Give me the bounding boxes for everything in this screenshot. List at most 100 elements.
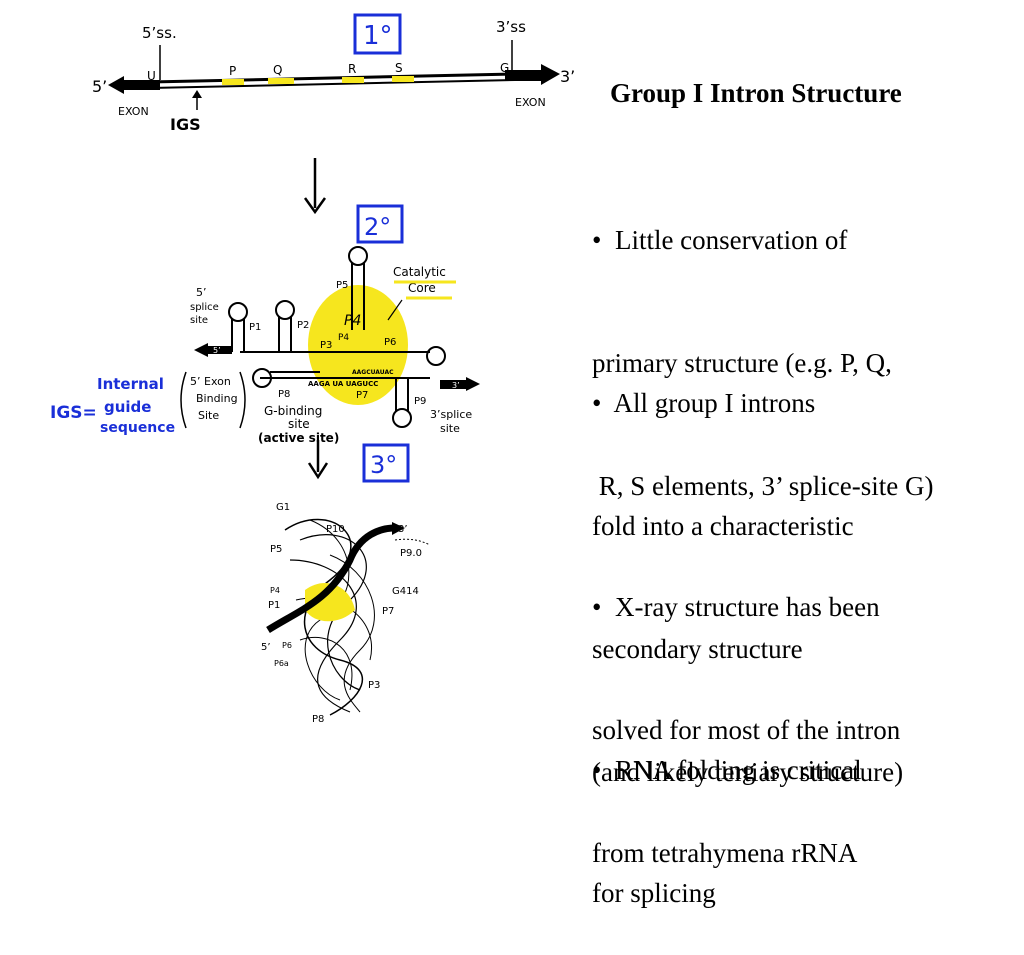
- right-exon-arrowhead: [541, 64, 560, 85]
- exon-ribbon: [266, 524, 396, 633]
- stem-p2-label: P2: [297, 320, 309, 331]
- stem-p4-label: P4: [338, 333, 349, 343]
- bullet-1-line: R, S elements, 3’ splice-site G): [592, 471, 934, 501]
- bullet-4-line: for splicing: [592, 878, 716, 908]
- secondary-label: 2°: [364, 213, 391, 241]
- secondary-structure: 2° 5’ 3’ P1 P2: [50, 204, 480, 445]
- binding-right-paren: [239, 371, 246, 429]
- exon-right-label: EXON: [515, 96, 546, 109]
- stem-p1-label: P1: [249, 322, 261, 333]
- exon3-arrowhead: [466, 377, 480, 391]
- tertiary-g414: G414: [392, 586, 419, 597]
- ss3-label: 3’ss: [496, 18, 526, 36]
- bullet-2-line: fold into a characteristic: [592, 511, 854, 541]
- tertiary-p7: P7: [382, 606, 394, 617]
- tertiary-p4: P4: [270, 586, 280, 595]
- element-r-mark: [342, 77, 364, 83]
- tertiary-label: 3°: [370, 451, 397, 479]
- exon3-label: 3’: [452, 381, 460, 390]
- igs-eq-label: IGS=: [50, 403, 97, 423]
- g-label: G: [500, 61, 509, 75]
- p5-loop: [348, 246, 368, 266]
- p6-loop: [426, 346, 446, 366]
- stem-p8-label: P8: [278, 389, 290, 400]
- bullet-1: • Little conservation of primary structu…: [592, 138, 933, 548]
- element-q-label: Q: [273, 63, 282, 77]
- bullet-1-line: • Little conservation of: [592, 225, 848, 255]
- element-r-label: R: [348, 62, 356, 76]
- binding-line3: Site: [198, 409, 219, 422]
- secondary-label-box: [356, 204, 404, 244]
- exon5-label: 5’: [213, 346, 221, 355]
- exon3-bar: [440, 380, 470, 389]
- stem-p9-label: P9: [414, 396, 426, 407]
- tertiary-p5: P5: [270, 544, 282, 555]
- intron-strand-bottom: [149, 79, 516, 89]
- igs-arrowhead: [192, 90, 202, 98]
- bullet-2-line: • All group I introns: [592, 388, 816, 418]
- element-s-label: S: [395, 61, 403, 75]
- down-arrow-2: [307, 440, 329, 480]
- left-exon-arrowhead: [108, 76, 124, 94]
- binding-line2: Binding: [196, 392, 238, 405]
- end5-label: 5’: [92, 77, 107, 96]
- tertiary-structure: 3° G1 5’ 3’ P10 P5 P9.0 P4 P1 G414 P7 P6…: [261, 443, 431, 725]
- igs-label: IGS: [170, 115, 201, 134]
- tertiary-p10: P10: [326, 524, 345, 535]
- tertiary-p3: P3: [368, 680, 380, 691]
- element-p-mark: [222, 79, 244, 85]
- intron-strand-top: [149, 72, 516, 84]
- internal-line2: guide: [104, 398, 151, 416]
- tertiary-p6: P6: [282, 641, 292, 650]
- splice5-line2: splice: [190, 302, 219, 313]
- bullet-4: • RNA folding is critical for splicing: [592, 668, 862, 955]
- binding-left-paren: [180, 371, 187, 429]
- exon5-bar: [206, 346, 232, 354]
- right-exon-bar: [505, 70, 545, 81]
- tertiary-p6a: P6a: [274, 659, 289, 668]
- internal-line3: sequence: [100, 420, 175, 436]
- primary-label: 1°: [363, 21, 393, 51]
- p1-loop: [228, 302, 248, 322]
- primary-structure: 1° 5’ss. 3’ss 5’ 3’ EXON EXON U G IGS P …: [92, 13, 575, 134]
- splice5-line3: site: [190, 315, 208, 326]
- stem-p7-label: P7: [356, 390, 368, 401]
- slide-title: Group I Intron Structure: [610, 78, 902, 108]
- stem-p6-label: P6: [384, 337, 396, 348]
- p9-loop: [392, 408, 412, 428]
- element-p-label: P: [229, 64, 236, 78]
- catalytic-label-line1: Catalytic: [393, 265, 446, 279]
- bullet-3-line: solved for most of the intron: [592, 715, 901, 745]
- stem-p3-label: P3: [320, 340, 332, 351]
- left-exon-bar: [120, 80, 160, 90]
- diagram-canvas: 1° 5’ss. 3’ss 5’ 3’ EXON EXON U G IGS P …: [50, 13, 575, 725]
- internal-line1: Internal: [97, 375, 164, 393]
- tertiary-p8: P8: [312, 714, 324, 725]
- tertiary-label-box: [362, 443, 410, 483]
- tertiary-core-highlight: [305, 582, 355, 622]
- splice3-line2: site: [440, 422, 460, 435]
- catalytic-label-line2: Core: [408, 281, 436, 295]
- bullet-1-line: primary structure (e.g. P, Q,: [592, 348, 892, 378]
- tertiary-g1: G1: [276, 502, 290, 513]
- core-sequence-1: AAGA UA UAGUCC: [308, 380, 378, 388]
- u-label: U: [147, 69, 156, 83]
- exon-left-label: EXON: [118, 105, 149, 118]
- bullet-4-line: • RNA folding is critical: [592, 755, 862, 785]
- splice5-line1: 5’: [196, 286, 207, 299]
- tertiary-5prime: 5’: [261, 642, 271, 653]
- bullet-2-line: secondary structure: [592, 634, 803, 664]
- element-s-mark: [392, 76, 414, 82]
- element-q-mark: [268, 78, 294, 84]
- p4-letters: P4: [344, 313, 361, 329]
- gbinding-line1: G-binding: [264, 404, 322, 418]
- gbinding-line2: site: [288, 417, 310, 431]
- end3-label: 3’: [560, 67, 575, 86]
- catalytic-core-highlight: [308, 285, 408, 405]
- stem-p5-label: P5: [336, 280, 348, 291]
- gbinding-line3: (active site): [258, 431, 339, 445]
- bullet-3-line: • X-ray structure has been: [592, 592, 880, 622]
- p2-loop: [275, 300, 295, 320]
- splice3-line1: 3’splice: [430, 408, 472, 421]
- tertiary-p9-0: P9.0: [400, 548, 422, 559]
